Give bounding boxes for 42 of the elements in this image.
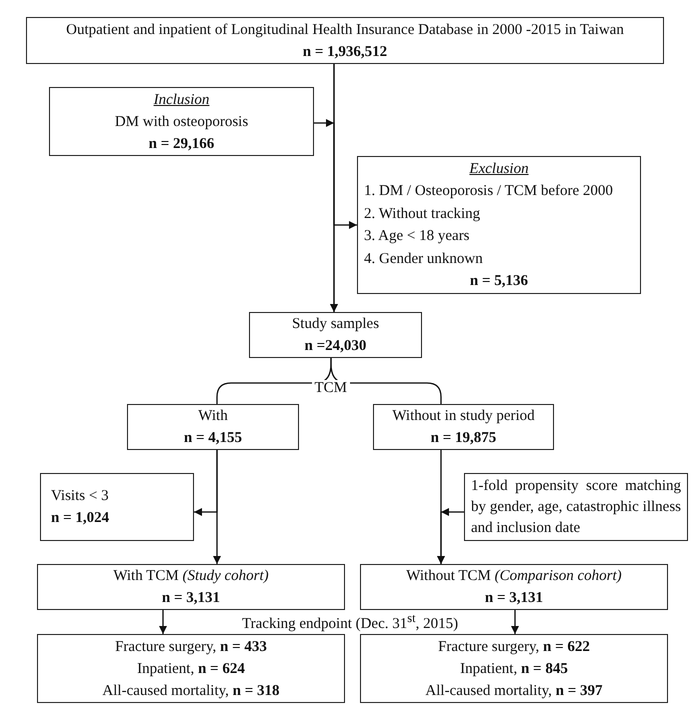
exclusion-box bbox=[40, 473, 194, 541]
node-text: n = 5,136 bbox=[468, 272, 530, 291]
exclusion-box bbox=[357, 156, 641, 294]
cohort-box bbox=[37, 564, 345, 610]
node-text: n =24,030 bbox=[304, 337, 368, 356]
node-text: n = 29,166 bbox=[148, 134, 216, 154]
node-title: With bbox=[197, 407, 229, 426]
node-text: All-caused mortality, n = 397 bbox=[424, 682, 604, 700]
section-heading: Inclusion bbox=[152, 90, 210, 110]
cohort-box bbox=[360, 564, 668, 610]
node-title: Fracture surgery, n = 622 bbox=[437, 638, 591, 656]
node-title: Fracture surgery, n = 433 bbox=[114, 638, 268, 656]
node-title: Without in study period bbox=[391, 407, 536, 426]
node-text: 1. DM / Osteoporosis / TCM before 2000 bbox=[363, 182, 614, 201]
node-text: n = 1,936,512 bbox=[302, 42, 388, 62]
node-text: n = 1,024 bbox=[50, 509, 110, 528]
node-title: Visits < 3 bbox=[50, 487, 110, 506]
node-text: 2. Without tracking bbox=[363, 204, 482, 224]
node-title: Without TCM (Comparison cohort) bbox=[405, 567, 623, 586]
section-heading: Exclusion bbox=[468, 160, 530, 178]
inclusion-box bbox=[49, 87, 314, 156]
node-title: With TCM (Study cohort) bbox=[112, 567, 270, 586]
group-box bbox=[373, 404, 554, 450]
node-text: 3. Age < 18 years bbox=[363, 227, 471, 246]
node-title: 1-fold propensity score matching by gender, age, catastrophic illness and inclusion date bbox=[470, 476, 682, 538]
process-box bbox=[249, 312, 422, 358]
note-box bbox=[464, 473, 688, 541]
node-title: Study samples bbox=[290, 315, 380, 334]
node-text: DM with osteoporosis bbox=[114, 112, 250, 132]
node-text: n = 3,131 bbox=[484, 589, 544, 608]
node-text: n = 19,875 bbox=[430, 429, 498, 448]
node-text: n = 3,131 bbox=[160, 589, 222, 608]
node-text: All-caused mortality, n = 318 bbox=[101, 682, 281, 700]
outcome-box bbox=[37, 634, 345, 703]
node-title: Outpatient and inpatient of Longitudinal Health Insurance Database in 2000 -2015 in Taiwan bbox=[65, 20, 625, 40]
process-box bbox=[26, 17, 664, 64]
outcome-box bbox=[360, 634, 668, 703]
group-box bbox=[127, 404, 299, 450]
node-text: n = 4,155 bbox=[182, 429, 244, 448]
node-text: 4. Gender unknown bbox=[363, 250, 484, 268]
node-text: Inpatient, n = 624 bbox=[136, 660, 246, 678]
node-text: Inpatient, n = 845 bbox=[459, 660, 569, 678]
